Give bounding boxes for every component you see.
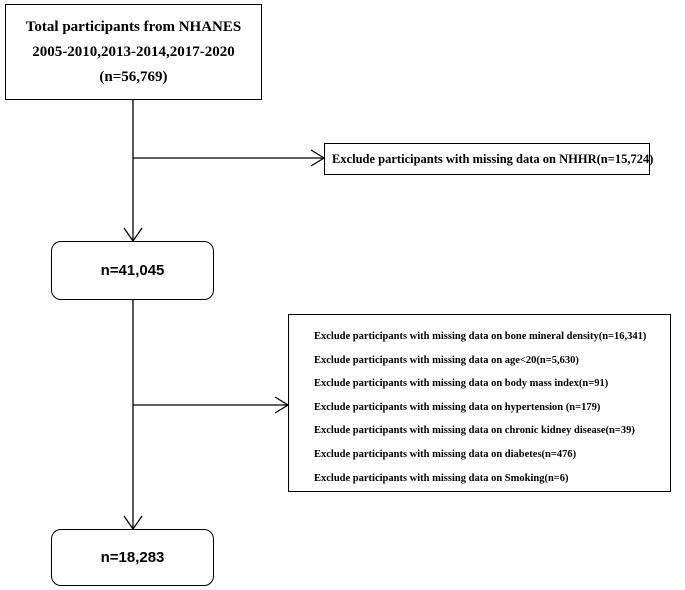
count-41045-text: n=41,045	[100, 262, 165, 279]
exclusion-item: Exclude participants with missing data o…	[314, 472, 569, 484]
exclusion-item: Exclude participants with missing data o…	[314, 378, 609, 390]
exclusion-nhhr-text: Exclude participants with missing data o…	[332, 151, 654, 166]
exclusion-item: Exclude participants with missing data o…	[314, 425, 635, 437]
exclusion-item: Exclude participants with missing data o…	[314, 354, 579, 366]
exclusion-item: Exclude participants with missing data o…	[314, 448, 577, 460]
count-box-41045: n=41,045	[51, 241, 214, 300]
final-count-box: n=18,283	[51, 529, 214, 586]
exclusion-box-nhhr: Exclude participants with missing data o…	[324, 143, 654, 175]
final-count-text: n=18,283	[100, 549, 165, 566]
total-line-3: (n=56,769)	[99, 68, 168, 85]
exclusion-item: Exclude participants with missing data o…	[314, 331, 647, 342]
exclusion-item: Exclude participants with missing data o…	[314, 401, 601, 413]
exclusion-box-multiple: Exclude participants with missing data o…	[288, 314, 671, 492]
total-line-2: 2005-2010,2013-2014,2017-2020	[32, 43, 235, 60]
total-line-1: Total participants from NHANES	[25, 18, 242, 35]
total-participants-box: Total participants from NHANES 2005-2010…	[5, 4, 262, 100]
